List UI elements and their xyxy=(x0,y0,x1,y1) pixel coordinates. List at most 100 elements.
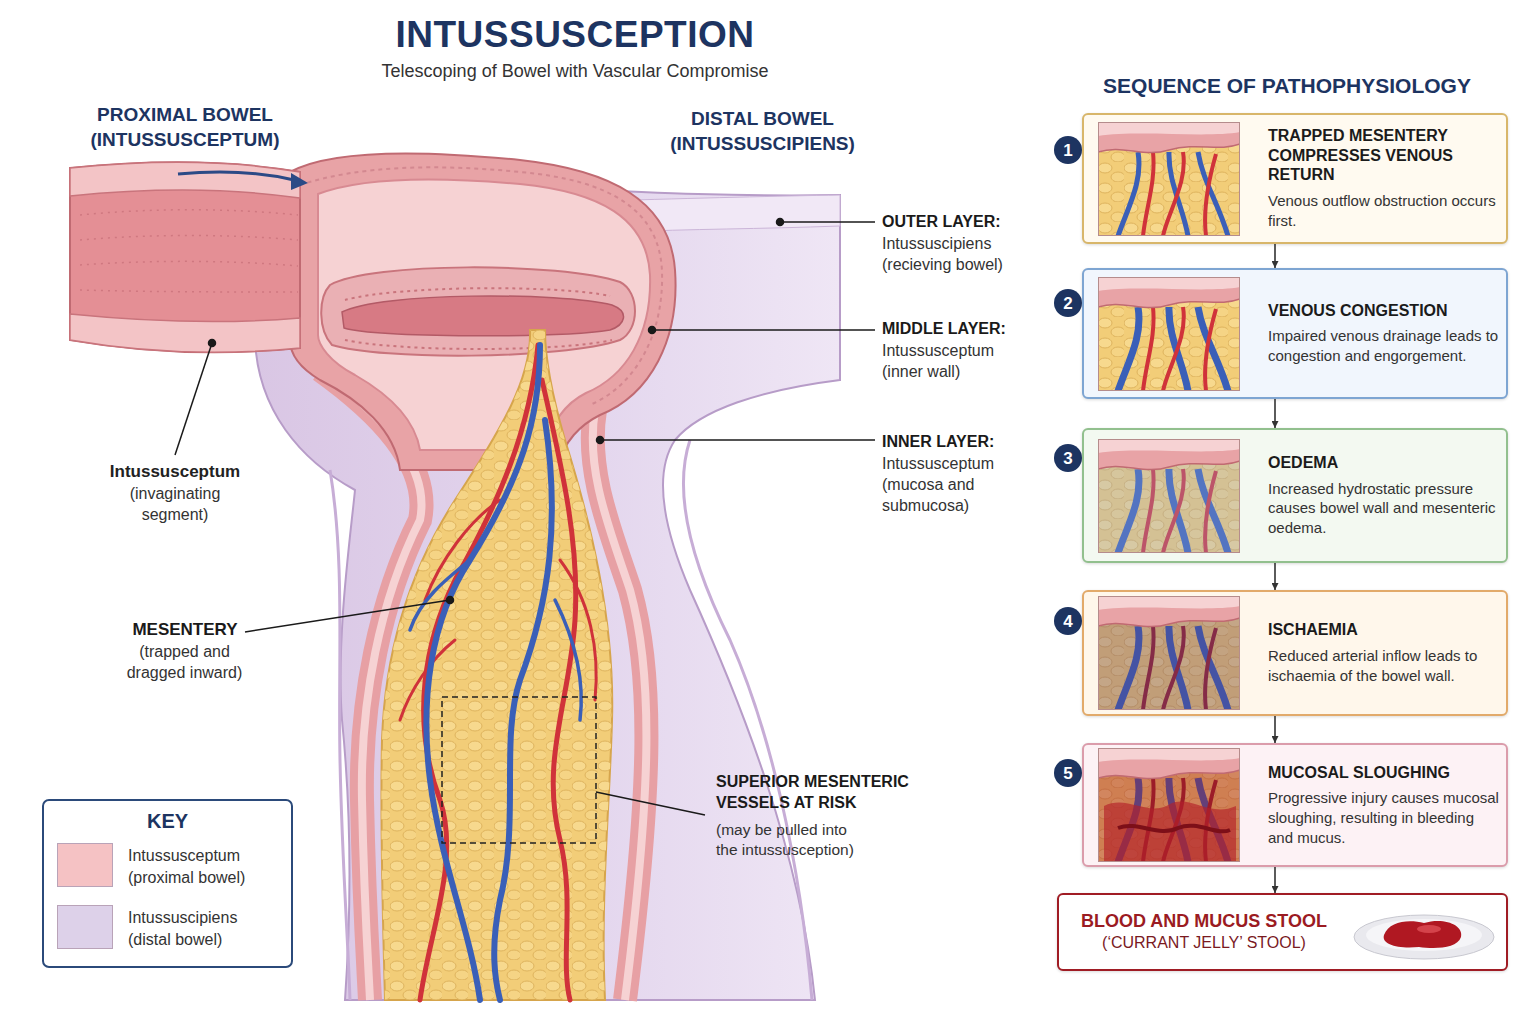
illustration-path xyxy=(1098,122,1240,136)
illustration-path xyxy=(560,560,596,700)
step-number: 4 xyxy=(1054,607,1082,635)
mesentery xyxy=(381,330,612,1000)
region-label: DISTAL BOWEL (INTUSSUSCIPIENS) xyxy=(660,107,865,156)
illustration-circle xyxy=(777,219,784,226)
legend-text: Intussusceptum (proximal bowel) xyxy=(128,845,268,888)
illustration-rect xyxy=(1098,748,1240,862)
illustration-rect xyxy=(1098,439,1240,553)
subtitle: Telescoping of Bowel with Vascular Compr… xyxy=(345,60,805,83)
illustration-rect xyxy=(1098,439,1240,553)
stage-thumbnail xyxy=(1098,596,1240,710)
illustration-circle xyxy=(597,437,604,444)
part-name: Intussusceptum xyxy=(95,461,255,483)
panel-heading: SEQUENCE OF PATHOPHYSIOLOGY xyxy=(1087,72,1487,99)
illustration-rect xyxy=(1098,596,1240,710)
step-body: Venous outflow obstruction occurs first. xyxy=(1268,191,1500,231)
proximal-wall xyxy=(70,314,300,352)
step-number: 2 xyxy=(1054,289,1082,317)
illustration-path xyxy=(1198,307,1228,391)
legend-swatch xyxy=(57,843,113,887)
illustration-path xyxy=(1118,152,1139,236)
region-label: PROXIMAL BOWEL (INTUSSUSCEPTUM) xyxy=(85,103,285,152)
illustration-path xyxy=(410,560,470,630)
flow-arrow xyxy=(1274,244,1276,268)
illustration-path xyxy=(1118,826,1230,832)
illustration-rect xyxy=(1098,277,1240,391)
text-area: TRAPPED MESENTERY COMPRESSES VENOUS RETU… xyxy=(1268,115,1500,242)
illustration-rect xyxy=(1099,749,1240,862)
illustration-path xyxy=(494,420,552,1000)
flow-arrow xyxy=(178,172,294,180)
illustration-path xyxy=(1205,154,1216,236)
layer-heading: INNER LAYER: xyxy=(882,432,1042,453)
text-area: VENOUS CONGESTIONImpaired venous drainag… xyxy=(1268,270,1500,397)
legend-title: KEY xyxy=(43,808,292,834)
illustration-line xyxy=(600,439,875,441)
step-number: 1 xyxy=(1054,136,1082,164)
process-box: VENOUS CONGESTIONImpaired venous drainag… xyxy=(1082,268,1508,399)
illustration-circle xyxy=(649,327,656,334)
illustration-path xyxy=(1118,307,1139,391)
illustration-rect xyxy=(1098,596,1240,710)
illustration-path xyxy=(542,380,576,1000)
flow-arrowhead xyxy=(291,173,308,190)
text-area: BLOOD AND MUCUS STOOL(‘CURRANT JELLY’ ST… xyxy=(1059,895,1349,969)
illustration-svg xyxy=(1098,122,1240,236)
illustration-path xyxy=(1198,152,1228,236)
title: INTUSSUSCEPTION xyxy=(275,14,875,56)
part-name: MESENTERY xyxy=(105,619,265,641)
process-box: ISCHAEMIAReduced arterial inflow leads t… xyxy=(1082,590,1508,716)
vessels xyxy=(400,345,596,1000)
illustration-path xyxy=(1098,439,1240,453)
illustration-circle xyxy=(209,340,216,347)
step-body: Progressive injury causes mucosal slough… xyxy=(1268,788,1500,847)
illustration-path xyxy=(1143,307,1154,391)
illustration-path xyxy=(1104,801,1236,862)
stage-thumbnail xyxy=(1098,748,1240,862)
illustration-rect xyxy=(1098,122,1240,236)
proximal-bowel xyxy=(70,162,300,352)
process-box: MUCOSAL SLOUGHINGProgressive injury caus… xyxy=(1082,743,1508,867)
illustration-line xyxy=(596,792,705,815)
illustration-rect xyxy=(1099,123,1240,236)
dashed-box xyxy=(442,697,596,843)
illustration-ellipse xyxy=(1366,919,1482,951)
flow-arrow xyxy=(1274,867,1276,893)
illustration-line xyxy=(245,600,450,632)
part-note: (may be pulled into the intussusception) xyxy=(716,820,866,860)
illustration-rect xyxy=(1099,440,1240,553)
mucosa-texture xyxy=(300,167,662,404)
layer-note: Intussusceptum (inner wall) xyxy=(882,341,1012,383)
proximal-wall xyxy=(70,162,300,198)
illustration-rect xyxy=(1098,277,1240,391)
step-body: Increased hydrostatic pressure causes bo… xyxy=(1268,479,1500,538)
illustration-rect xyxy=(1099,278,1240,391)
outcome-note: (‘CURRANT JELLY’ STOOL) xyxy=(1102,933,1306,954)
illustration-path xyxy=(1163,307,1184,391)
stool-illustration xyxy=(1349,903,1499,963)
lumen xyxy=(342,296,624,336)
distal-wall-line xyxy=(330,470,350,1000)
stage-thumbnail xyxy=(1098,122,1240,236)
illustration-svg xyxy=(1098,596,1240,710)
text-area: MUCOSAL SLOUGHINGProgressive injury caus… xyxy=(1268,745,1500,865)
illustration-path xyxy=(1143,152,1154,236)
key-box xyxy=(43,800,292,967)
callout-number: 5 xyxy=(1063,765,1072,782)
illustration-path xyxy=(1098,596,1240,627)
layer-heading: MIDDLE LAYER: xyxy=(882,319,1042,340)
layer-note: Intussusceptum (mucosa and submucosa) xyxy=(882,454,1007,516)
step-body: Reduced arterial inflow leads to ischaem… xyxy=(1268,646,1500,686)
callout-number: 3 xyxy=(1063,450,1072,467)
illustration-path xyxy=(1384,921,1462,948)
illustration-rect xyxy=(1098,596,1240,710)
illustration-path xyxy=(555,600,581,720)
step-heading: TRAPPED MESENTERY COMPRESSES VENOUS RETU… xyxy=(1268,126,1500,185)
part-name: SUPERIOR MESENTERIC VESSELS AT RISK xyxy=(716,772,946,814)
illustration-ellipse xyxy=(1417,925,1441,933)
illustration-ellipse xyxy=(1354,915,1494,959)
callout-number: 4 xyxy=(1063,613,1072,630)
layer-heading: OUTER LAYER: xyxy=(882,212,1042,233)
illustration-svg xyxy=(1349,903,1499,963)
